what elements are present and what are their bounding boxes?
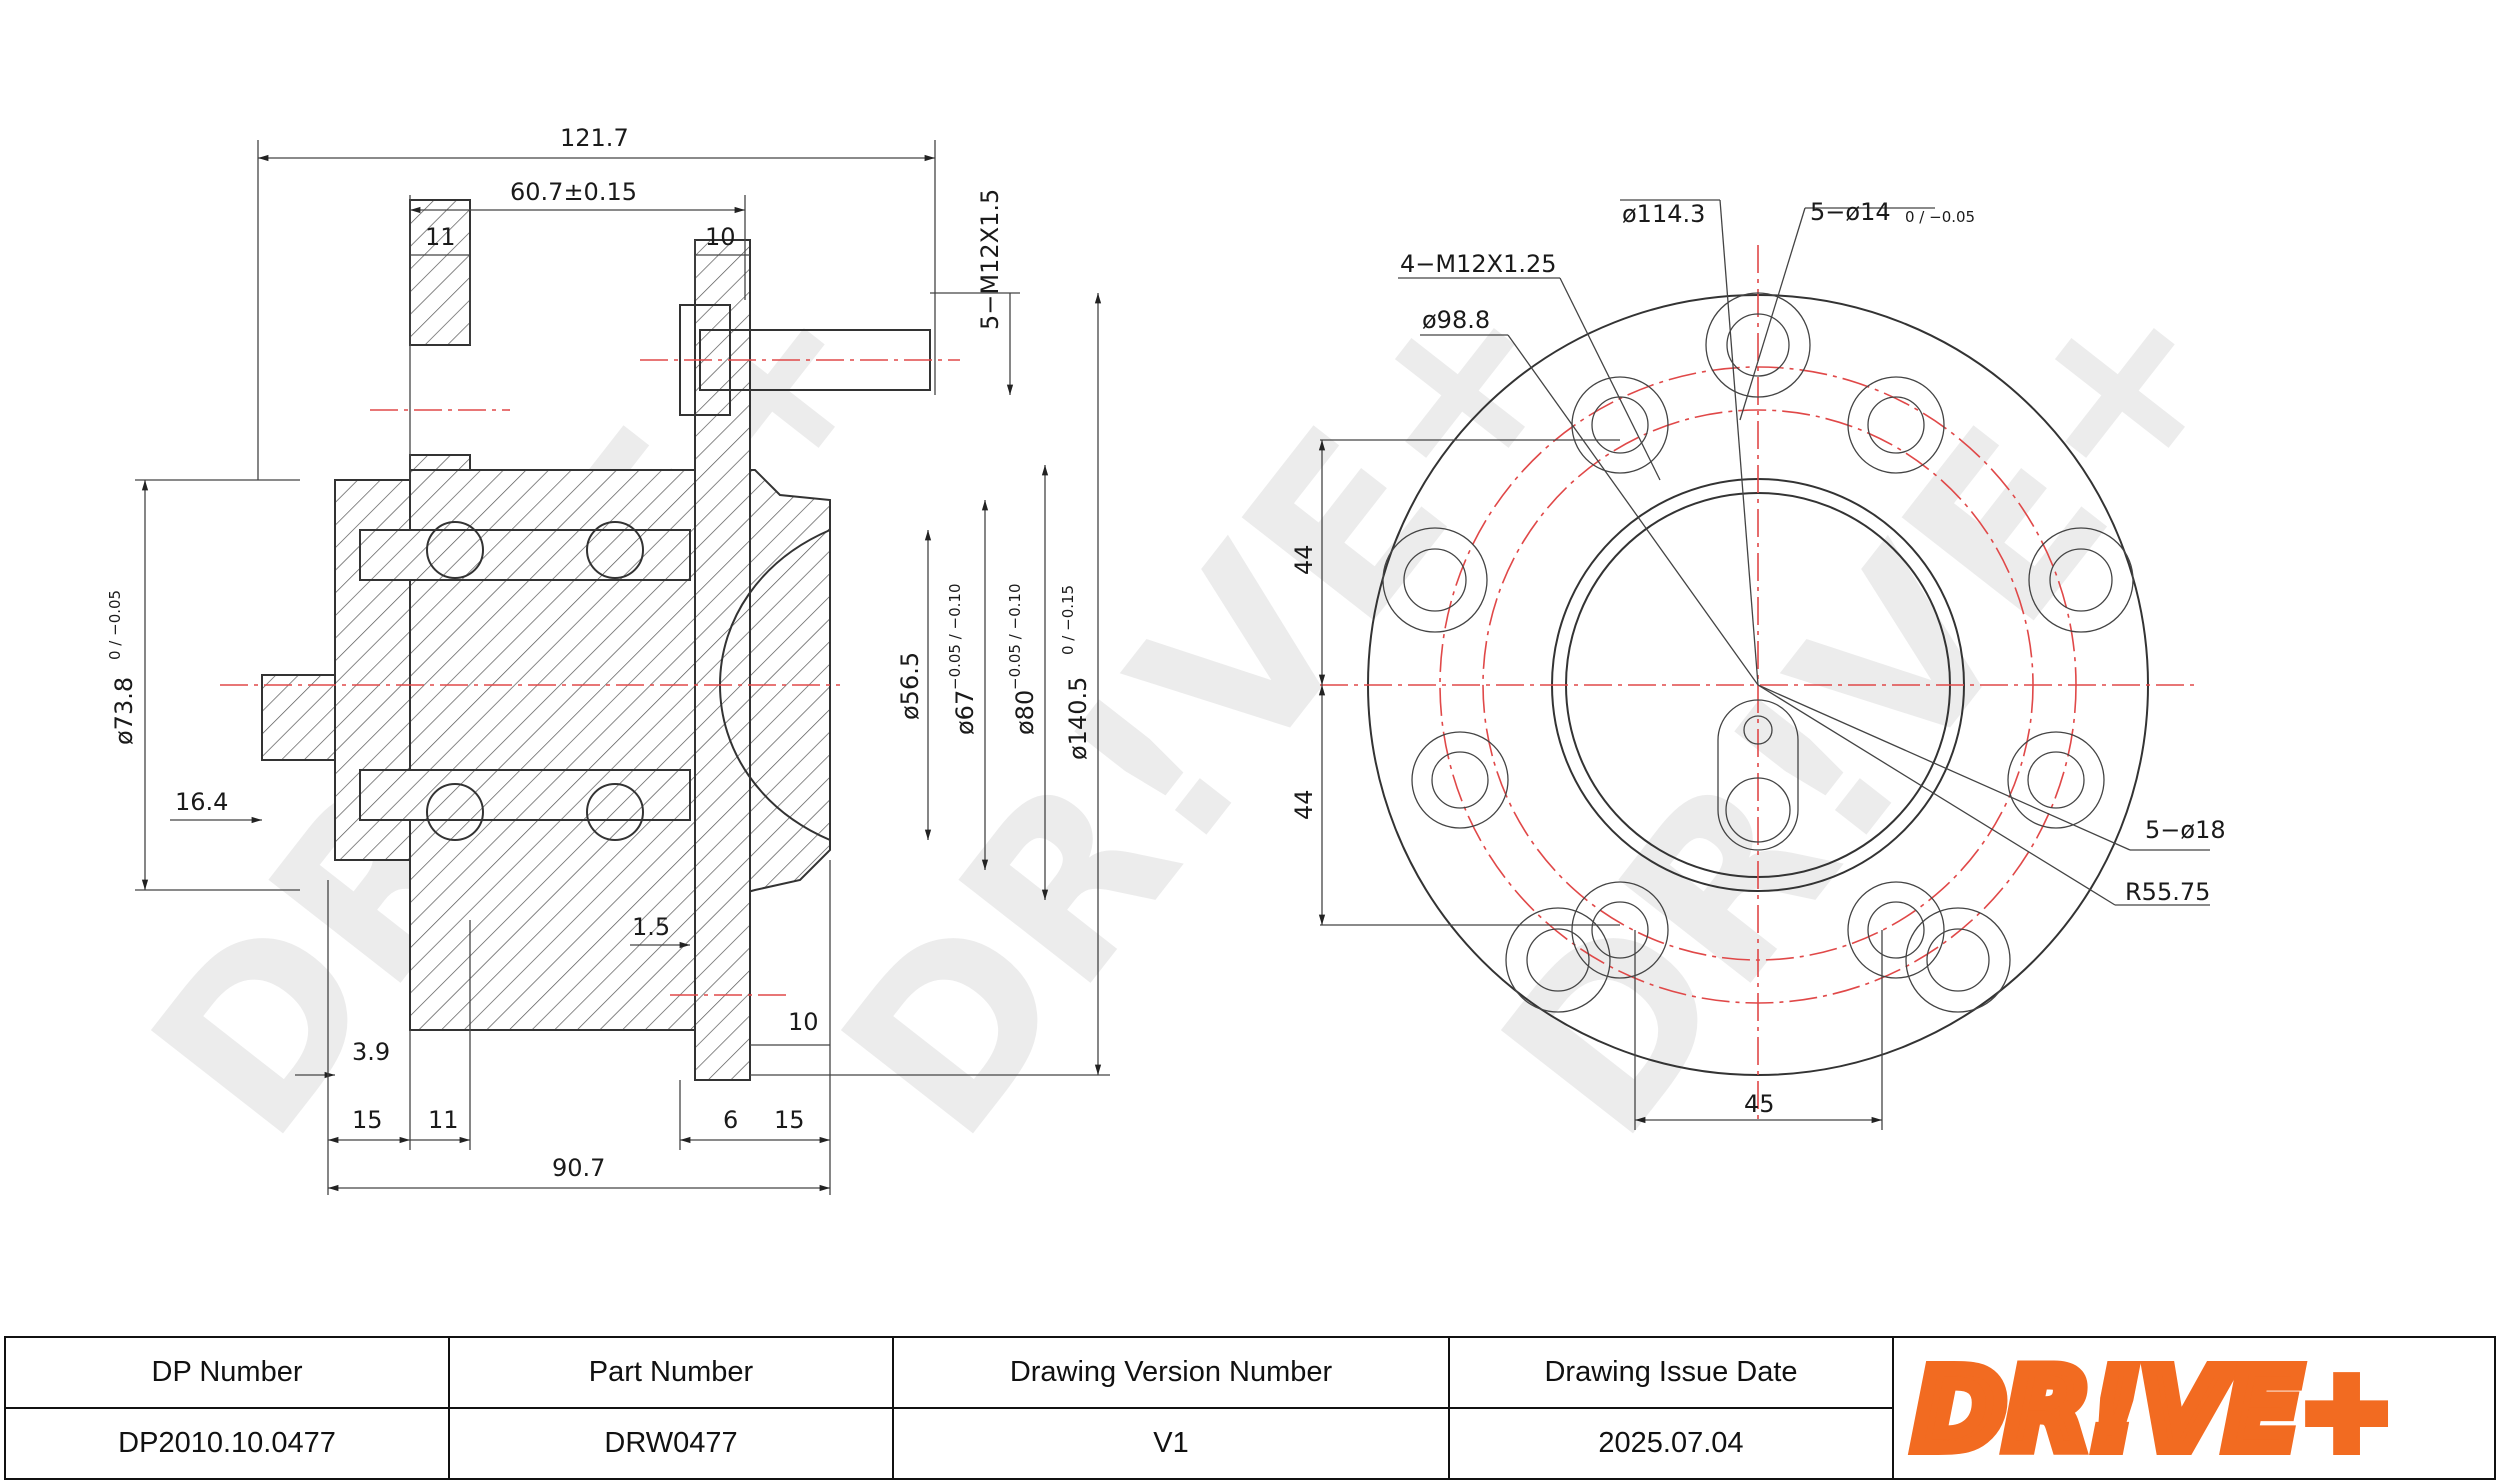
ball-top-right (586, 521, 644, 579)
side-section-view: 121.7 60.7±0.15 11 10 5−M12X1.5 ø73.8 0 … (106, 124, 1110, 1195)
drive-logo-icon: DR!VE+ (1907, 1348, 2400, 1468)
svg-text:16.4: 16.4 (175, 788, 228, 816)
issue-date-header: Drawing Issue Date (1450, 1338, 1892, 1409)
svg-text:60.7±0.15: 60.7±0.15 (510, 178, 637, 206)
dp-number-header: DP Number (6, 1338, 448, 1409)
svg-text:ø56.5: ø56.5 (896, 652, 924, 720)
svg-text:5−ø18: 5−ø18 (2145, 816, 2226, 844)
svg-text:5−M12X1.5: 5−M12X1.5 (976, 189, 1004, 330)
svg-text:121.7: 121.7 (560, 124, 629, 152)
thread-holes (1411, 376, 2105, 979)
svg-text:11: 11 (428, 1106, 459, 1134)
svg-text:44: 44 (1290, 544, 1318, 575)
svg-text:1.5: 1.5 (632, 913, 670, 941)
svg-text:ø140.5: ø140.5 (1064, 677, 1092, 760)
svg-text:DR!VE+: DR!VE+ (1914, 1348, 2393, 1468)
svg-text:−0.05 / −0.10: −0.05 / −0.10 (1006, 583, 1024, 690)
title-col-part-number: Part Number DRW0477 (450, 1338, 894, 1478)
ball-top-left (426, 521, 484, 579)
title-col-version: Drawing Version Number V1 (894, 1338, 1450, 1478)
svg-text:5−ø14: 5−ø14 (1810, 198, 1891, 226)
stud-holes (1382, 292, 2134, 1013)
svg-text:0 / −0.05: 0 / −0.05 (1905, 208, 1975, 226)
brand-logo: DR!VE+ (1894, 1338, 2494, 1478)
svg-text:45: 45 (1744, 1090, 1775, 1118)
ball-bottom-left (426, 783, 484, 841)
svg-text:R55.75: R55.75 (2125, 878, 2210, 906)
svg-text:44: 44 (1290, 789, 1318, 820)
svg-text:15: 15 (352, 1106, 383, 1134)
svg-text:0 / −0.05: 0 / −0.05 (106, 590, 124, 660)
svg-text:3.9: 3.9 (352, 1038, 390, 1066)
part-number-header: Part Number (450, 1338, 892, 1409)
front-view: ø114.3 5−ø14 0 / −0.05 4−M12X1.25 ø98.8 … (1290, 198, 2226, 1130)
bearing-race-bottom (359, 769, 691, 821)
ball-bottom-right (586, 783, 644, 841)
svg-text:ø73.8: ø73.8 (110, 677, 138, 745)
version-value: V1 (1153, 1427, 1189, 1459)
part-number-value: DRW0477 (604, 1427, 738, 1459)
title-col-issue-date: Drawing Issue Date 2025.07.04 (1450, 1338, 1894, 1478)
version-header: Drawing Version Number (894, 1338, 1448, 1409)
seal-left (261, 674, 336, 761)
title-col-dp-number: DP Number DP2010.10.0477 (6, 1338, 450, 1478)
svg-text:0 / −0.15: 0 / −0.15 (1059, 585, 1077, 655)
issue-date-value: 2025.07.04 (1598, 1427, 1744, 1459)
svg-text:ø114.3: ø114.3 (1622, 200, 1705, 228)
svg-text:ø80: ø80 (1011, 690, 1039, 735)
svg-text:ø67: ø67 (951, 690, 979, 735)
svg-text:4−M12X1.25: 4−M12X1.25 (1400, 250, 1557, 278)
dp-number-value: DP2010.10.0477 (118, 1427, 336, 1459)
svg-text:11: 11 (425, 223, 456, 251)
svg-text:10: 10 (705, 223, 736, 251)
title-block: DP Number DP2010.10.0477 Part Number DRW… (4, 1336, 2496, 1480)
svg-text:10: 10 (788, 1008, 819, 1036)
center-slot (1717, 699, 1799, 851)
svg-text:15: 15 (774, 1106, 805, 1134)
svg-text:−0.05 / −0.10: −0.05 / −0.10 (946, 583, 964, 690)
svg-text:ø98.8: ø98.8 (1422, 306, 1490, 334)
bearing-race-top (359, 529, 691, 581)
svg-text:90.7: 90.7 (552, 1154, 605, 1182)
svg-text:6: 6 (723, 1106, 738, 1134)
